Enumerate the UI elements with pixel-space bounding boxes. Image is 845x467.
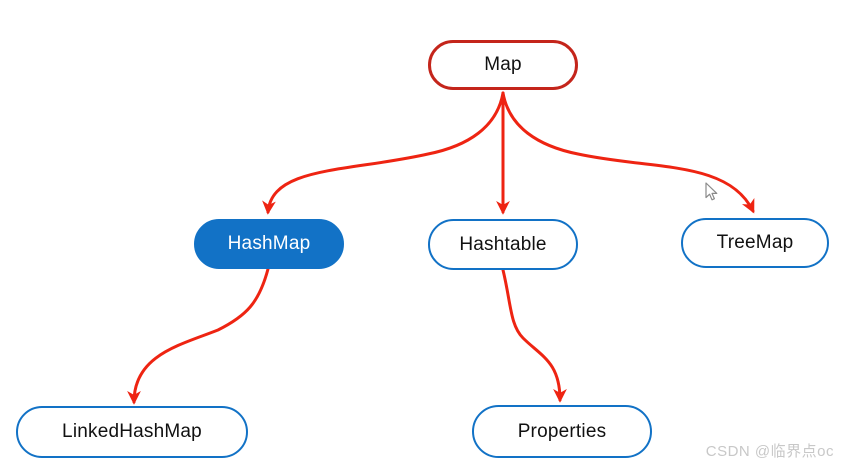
node-properties: Properties xyxy=(472,405,652,458)
edge-hashmap-to-linkedhashmap xyxy=(127,267,270,405)
node-label-hashtable: Hashtable xyxy=(459,233,547,255)
node-hashmap: HashMap xyxy=(194,219,344,269)
node-label-linkedhashmap: LinkedHashMap xyxy=(62,421,202,442)
node-label-hashmap: HashMap xyxy=(227,233,311,254)
edge-map-to-hashmap xyxy=(262,91,505,215)
node-linkedhashmap: LinkedHashMap xyxy=(16,406,248,458)
node-hashtable: Hashtable xyxy=(428,219,578,270)
node-label-treemap: TreeMap xyxy=(716,232,794,253)
node-map: Map xyxy=(428,40,578,90)
node-label-map: Map xyxy=(484,54,522,75)
edge-map-to-treemap xyxy=(501,91,755,214)
watermark: CSDN @临界点oc xyxy=(705,443,834,460)
node-label-properties: Properties xyxy=(517,420,607,442)
edge-hashtable-to-properties xyxy=(501,268,567,403)
node-treemap: TreeMap xyxy=(681,218,829,268)
